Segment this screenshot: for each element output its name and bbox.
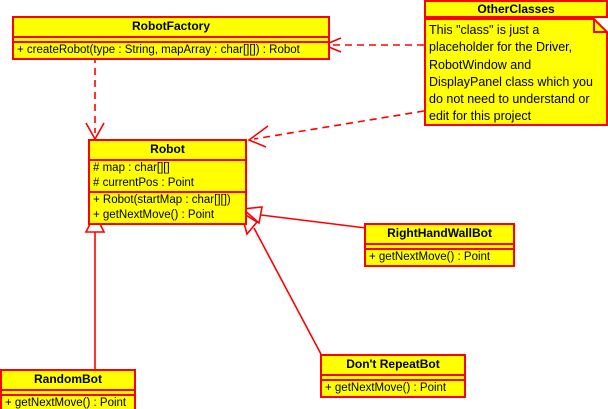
note-title-otherclasses: OtherClasses [424,0,608,18]
class-methods-righthandwallbot: + getNextMove() : Point [366,250,513,265]
note-otherclasses[interactable]: OtherClasses This "class" is just a plac… [424,0,608,126]
class-attributes-randombot [2,391,134,396]
generalization-dontrepeatbot-robot [239,210,323,357]
generalization-righthandwallbot-robot [241,206,367,229]
class-member: + getNextMove() : Point [369,251,491,263]
dependency-otherclasses-robotfactory [321,37,424,53]
class-box-robotfactory[interactable]: RobotFactory + createRobot(type : String… [12,16,330,60]
class-member: # map : char[][] [93,162,170,174]
class-attributes-dontrepeatbot [322,376,464,381]
class-member: + createRobot(type : String, mapArray : … [17,44,300,56]
class-member: + Robot(startMap : char[][]) [93,194,231,206]
note-body-otherclasses: This "class" is just a placeholder for t… [424,18,608,126]
class-title-robot: Robot [90,141,245,161]
class-attributes-robotfactory [14,38,328,43]
class-member: + getNextMove() : Point [325,382,447,394]
class-member: # currentPos : Point [93,177,194,189]
note-body-text: This "class" is just a placeholder for t… [429,23,593,124]
class-title-righthandwallbot: RightHandWallBot [366,225,513,245]
class-box-righthandwallbot[interactable]: RightHandWallBot + getNextMove() : Point [364,223,515,267]
class-title-dontrepeatbot: Don't RepeatBot [322,356,464,376]
generalization-randombot-robot [84,212,106,371]
class-member: + getNextMove() : Point [93,209,215,221]
dependency-robotfactory-robot [85,56,105,141]
class-box-randombot[interactable]: RandomBot + getNextMove() : Point [0,369,136,409]
class-member: + getNextMove() : Point [5,397,127,409]
class-title-randombot: RandomBot [2,371,134,391]
class-methods-randombot: + getNextMove() : Point [2,396,134,409]
class-box-robot[interactable]: Robot # map : char[][] # currentPos : Po… [88,139,247,225]
class-attributes-righthandwallbot [366,245,513,250]
dependency-otherclasses-robot [247,110,425,148]
class-attributes-robot: # map : char[][] # currentPos : Point [90,161,245,193]
class-box-dontrepeatbot[interactable]: Don't RepeatBot + getNextMove() : Point [320,354,466,398]
class-title-robotfactory: RobotFactory [14,18,328,38]
class-methods-robotfactory: + createRobot(type : String, mapArray : … [14,43,328,58]
class-methods-robot: + Robot(startMap : char[][]) + getNextMo… [90,193,245,223]
class-methods-dontrepeatbot: + getNextMove() : Point [322,381,464,396]
note-folded-corner-icon [424,18,608,126]
